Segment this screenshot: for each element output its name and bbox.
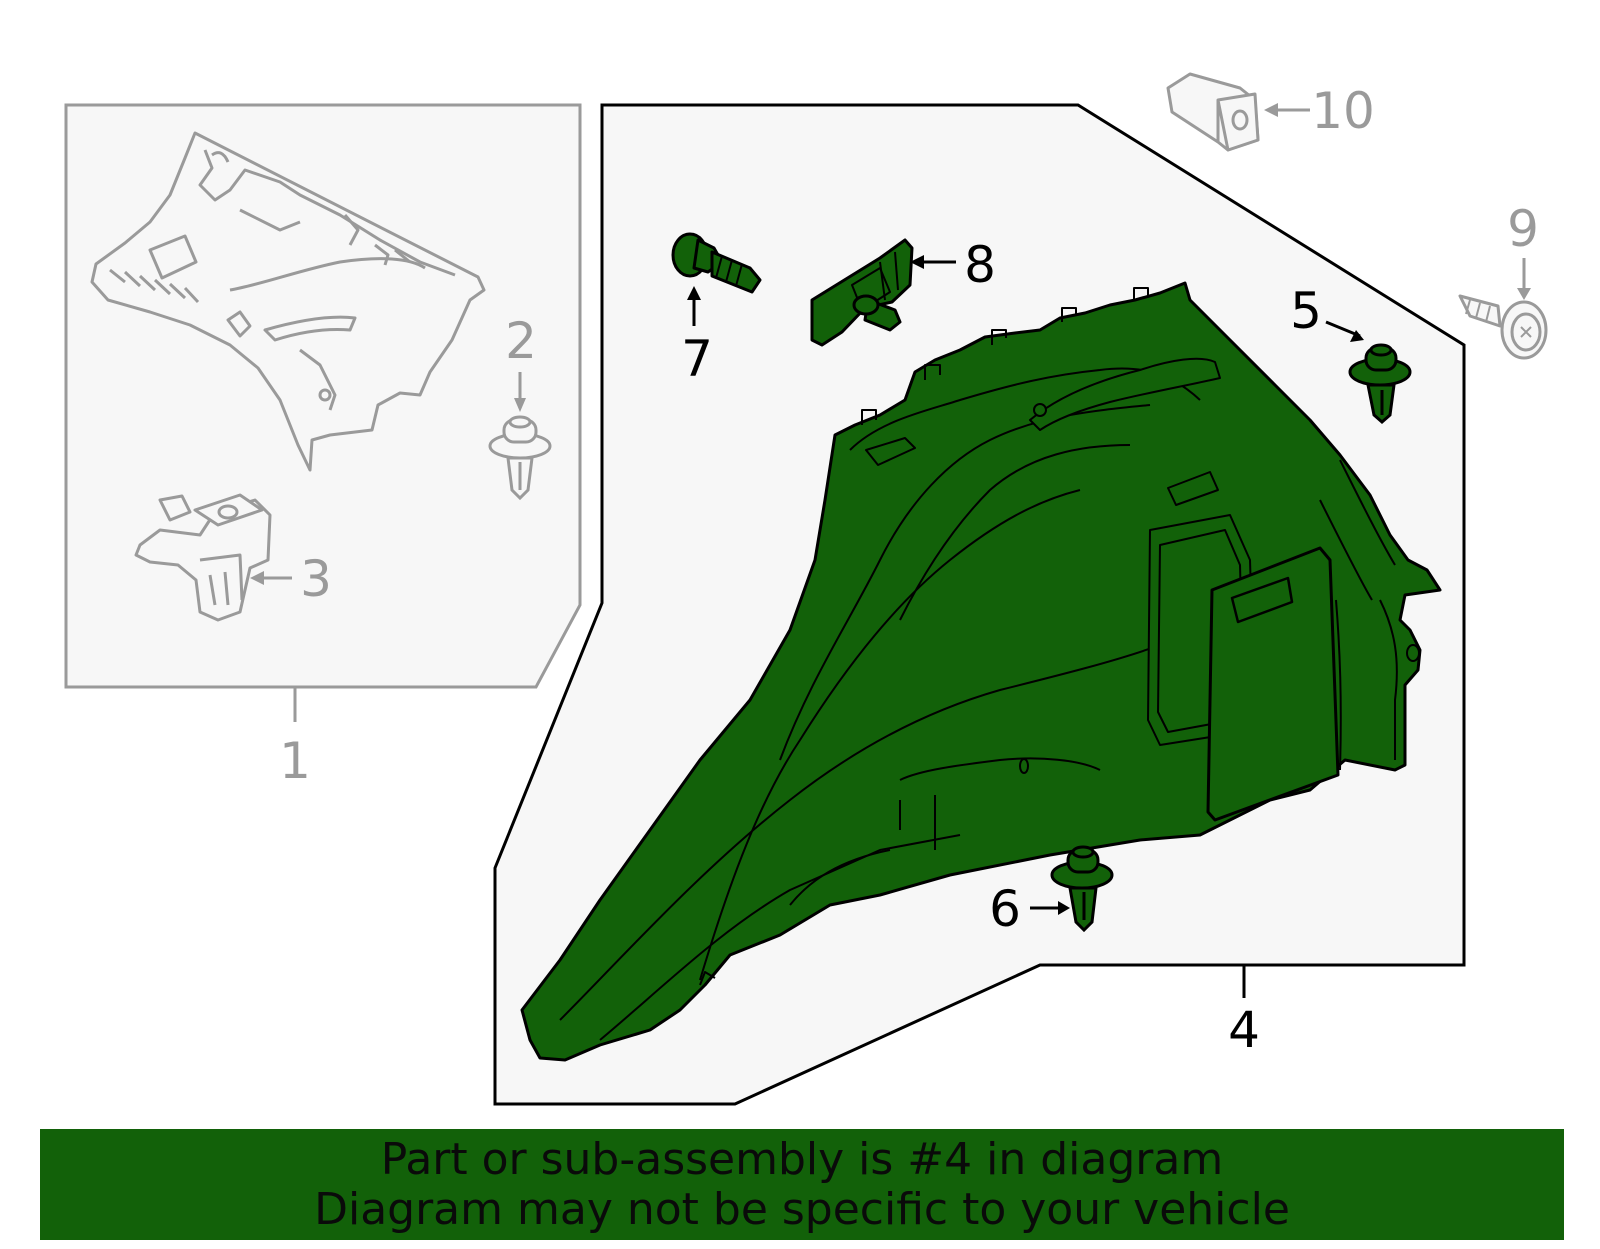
part-4-quarter-trim-panel[interactable] (520, 281, 1442, 1062)
banner-line-1: Part or sub-assembly is #4 in diagram (380, 1133, 1224, 1185)
callout-9: 9 (1507, 200, 1539, 258)
callout-1: 1 (279, 732, 311, 790)
part-3-bracket[interactable] (134, 493, 292, 622)
part-6-clip[interactable] (1030, 845, 1114, 933)
callout-7: 7 (681, 330, 713, 388)
part-10-retainer[interactable] (1166, 72, 1310, 152)
callout-3: 3 (300, 550, 332, 608)
part-5-clip[interactable] (1325, 320, 1412, 424)
callout-10: 10 (1311, 82, 1375, 140)
callout-5: 5 (1290, 282, 1322, 340)
part-2-clip[interactable] (488, 372, 552, 501)
banner-line-2: Diagram may not be specific to your vehi… (314, 1183, 1290, 1235)
part-1-upper-trim[interactable] (90, 131, 486, 472)
part-7-screw[interactable] (671, 232, 762, 326)
callout-6: 6 (989, 880, 1021, 938)
callout-2: 2 (505, 312, 537, 370)
callout-8: 8 (964, 236, 996, 294)
part-8-bracket[interactable] (810, 238, 956, 347)
info-banner: Part or sub-assembly is #4 in diagram Di… (40, 1129, 1564, 1240)
part-9-screw[interactable] (1458, 258, 1548, 360)
part-4-access-cover[interactable] (1206, 546, 1342, 822)
callout-4: 4 (1228, 1001, 1260, 1059)
